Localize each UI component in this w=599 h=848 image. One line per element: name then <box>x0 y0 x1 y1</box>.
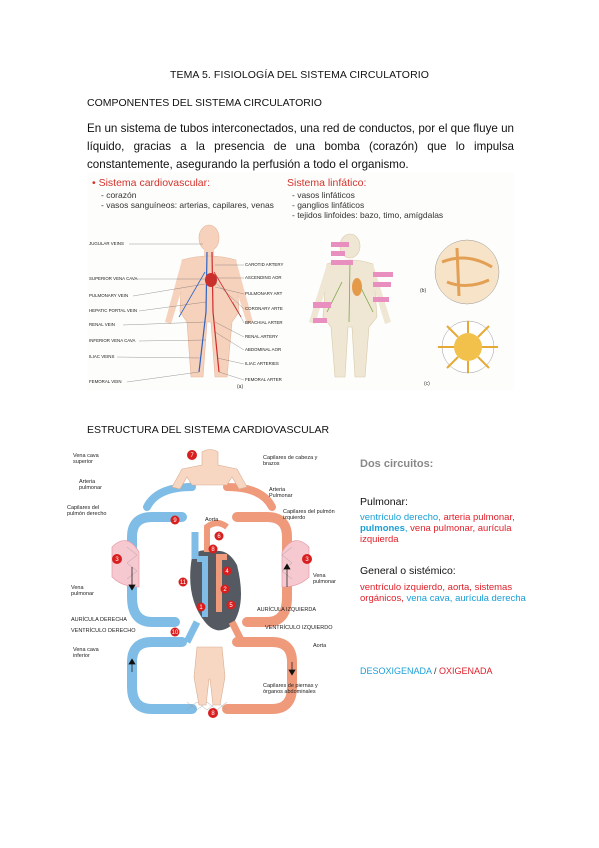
lbl-auricula-derecha: AURÍCULA DERECHA <box>71 617 127 623</box>
page-title: TEMA 5. FISIOLOGÍA DEL SISTEMA CIRCULATO… <box>169 69 430 81</box>
label-jugular: JUGULAR VEINS <box>89 241 124 246</box>
general-part-2: , <box>401 593 407 604</box>
label-iliac-veins: ILIAC VEINS <box>89 354 114 359</box>
label-femoral-vein: FEMORAL VEIN <box>89 379 122 384</box>
label-svc: SUPERIOR VENA CAVA <box>89 276 137 281</box>
lbl-vena-pulmonar-l: Vena pulmonar <box>71 585 94 597</box>
label-abd-aorta: ABDOMINAL AOR <box>245 347 281 352</box>
pulmonar-part-3: pulmones <box>360 523 405 534</box>
general-part-1: ventrículo izquierdo, aorta, sistemas or… <box>360 582 513 604</box>
cardio-item-1: - corazón <box>101 190 137 200</box>
label-pulm-vein: PULMONARY VEIN <box>89 293 128 298</box>
section-heading-components: COMPONENTES DEL SISTEMA CIRCULATORIO <box>87 97 322 109</box>
num-9: 9 <box>173 518 177 524</box>
upper-body-figure <box>171 449 248 490</box>
lbl-vena-cava-inf: Vena cava inferior <box>73 647 99 659</box>
num-7: 7 <box>190 453 194 459</box>
num-5: 5 <box>229 603 233 609</box>
circuits-panel: Dos circuitos: Pulmonar: ventrículo dere… <box>360 450 530 676</box>
num-11: 11 <box>180 580 187 586</box>
lymph-item-1: - vasos linfáticos <box>292 190 355 200</box>
num-2: 2 <box>223 587 227 593</box>
circuits-heading: Dos circuitos: <box>360 458 434 470</box>
lbl-aorta-bottom: Aorta <box>313 643 327 649</box>
lymph-system-title: Sistema linfático: <box>287 177 366 189</box>
lbl-aorta-top: Aorta <box>205 517 219 523</box>
label-asc-aorta: ASCENDING AOR <box>245 275 282 280</box>
panel-a-label: (a) <box>237 384 243 390</box>
label-femoral-artery: FEMORAL ARTER <box>245 377 282 382</box>
figure-components: • Sistema cardiovascular: - corazón - va… <box>87 172 514 390</box>
panel-b-label: (b) <box>420 288 426 294</box>
num-8a: 8 <box>211 547 215 553</box>
label-brachial: BRACHIAL ARTER <box>245 320 283 325</box>
cardio-system-title: • Sistema cardiovascular: <box>92 177 210 189</box>
pulmonar-part-2: arteria pulmonar, <box>443 512 515 523</box>
label-ivc: INFERIOR VENA CAVA <box>89 338 136 343</box>
pulmonar-part-1: ventrículo derecho, <box>360 512 444 523</box>
label-hepatic: HEPATIC PORTAL VEIN <box>89 308 137 313</box>
circulation-diagram: 7 6 8 3 3 9 4 11 1 2 5 10 8 Vena cava su… <box>67 447 357 722</box>
num-3b: 3 <box>305 557 309 563</box>
lbl-cap-pulmon-izq: Capilares del pulmón izquierdo <box>283 509 335 521</box>
lymph-node-detail <box>438 320 498 374</box>
lbl-arteria-pulmonar-l: Arteria pulmonar <box>79 479 102 491</box>
section-heading-structure: ESTRUCTURA DEL SISTEMA CARDIOVASCULAR <box>87 424 330 436</box>
pulmonar-description: ventrículo derecho, arteria pulmonar, pu… <box>360 512 530 545</box>
num-8b: 8 <box>211 711 215 717</box>
lbl-ventriculo-izquierdo: VENTRÍCULO IZQUIERDO <box>265 625 333 631</box>
legend-oxigenada: OXIGENADA <box>439 666 493 676</box>
label-coronary: CORONARY ARTE <box>245 306 283 311</box>
label-carotid: CAROTID ARTERY <box>245 262 283 267</box>
num-10: 10 <box>172 630 179 636</box>
lbl-vena-pulmonar-r: Vena pulmonar <box>313 573 336 585</box>
left-lung-shape <box>281 540 310 588</box>
num-3a: 3 <box>115 557 119 563</box>
lbl-vena-cava-sup: Vena cava superior <box>73 453 99 465</box>
num-6: 6 <box>217 534 221 540</box>
legend-separator: / <box>431 666 440 676</box>
pulmonar-part-5: vena pulmonar, aurícula izquierda <box>360 523 512 545</box>
num-4: 4 <box>225 569 229 575</box>
lower-body-figure <box>193 646 226 706</box>
lymph-item-3: - tejidos linfoides: bazo, timo, amígdal… <box>292 210 443 220</box>
general-description: ventrículo izquierdo, aorta, sistemas or… <box>360 582 530 604</box>
cardio-body-figure <box>165 224 253 378</box>
legend-desoxigenada: DESOXIGENADA <box>360 666 432 676</box>
label-renal-artery: RENAL ARTERY <box>245 334 278 339</box>
lymph-item-2: - ganglios linfáticos <box>292 200 364 210</box>
panel-c-label: (c) <box>424 381 430 387</box>
intro-paragraph: En un sistema de tubos interconectados, … <box>87 122 514 171</box>
oxygen-legend: DESOXIGENADA / OXIGENADA <box>360 666 530 676</box>
label-pulm-art: PULMONARY ART <box>245 291 283 296</box>
general-title: General o sistémico: <box>360 565 456 577</box>
lbl-cap-pulmon-der: Capilares del pulmón derecho <box>67 505 107 517</box>
label-renal-vein: RENAL VEIN <box>89 322 115 327</box>
lbl-auricula-izquierda: AURÍCULA IZQUIERDA <box>257 607 316 613</box>
heart-shape <box>183 520 246 644</box>
general-part-3: vena cava, aurícula derecha <box>406 593 526 604</box>
label-iliac-arteries: ILIAC ARTERIES <box>245 361 279 366</box>
pulmonar-part-4: , <box>404 523 411 534</box>
lbl-arteria-pulmonar-r: Arteria Pulmonar <box>269 487 293 499</box>
lymph-capillary-detail <box>434 239 500 305</box>
lbl-ventriculo-derecho: VENTRÍCULO DERECHO <box>71 628 136 634</box>
lbl-cap-abdominales: Capilares de piernas y órganos abdominal… <box>263 683 318 695</box>
cardio-item-2: - vasos sanguíneos: arterias, capilares,… <box>101 200 274 210</box>
components-illustration: • Sistema cardiovascular: - corazón - va… <box>89 177 500 390</box>
num-1: 1 <box>199 605 203 611</box>
lbl-capilares-cabeza: Capilares de cabeza y brazos <box>263 455 318 467</box>
pulmonar-title: Pulmonar: <box>360 496 408 508</box>
circulation-svg: 7 6 8 3 3 9 4 11 1 2 5 10 8 <box>111 449 312 718</box>
